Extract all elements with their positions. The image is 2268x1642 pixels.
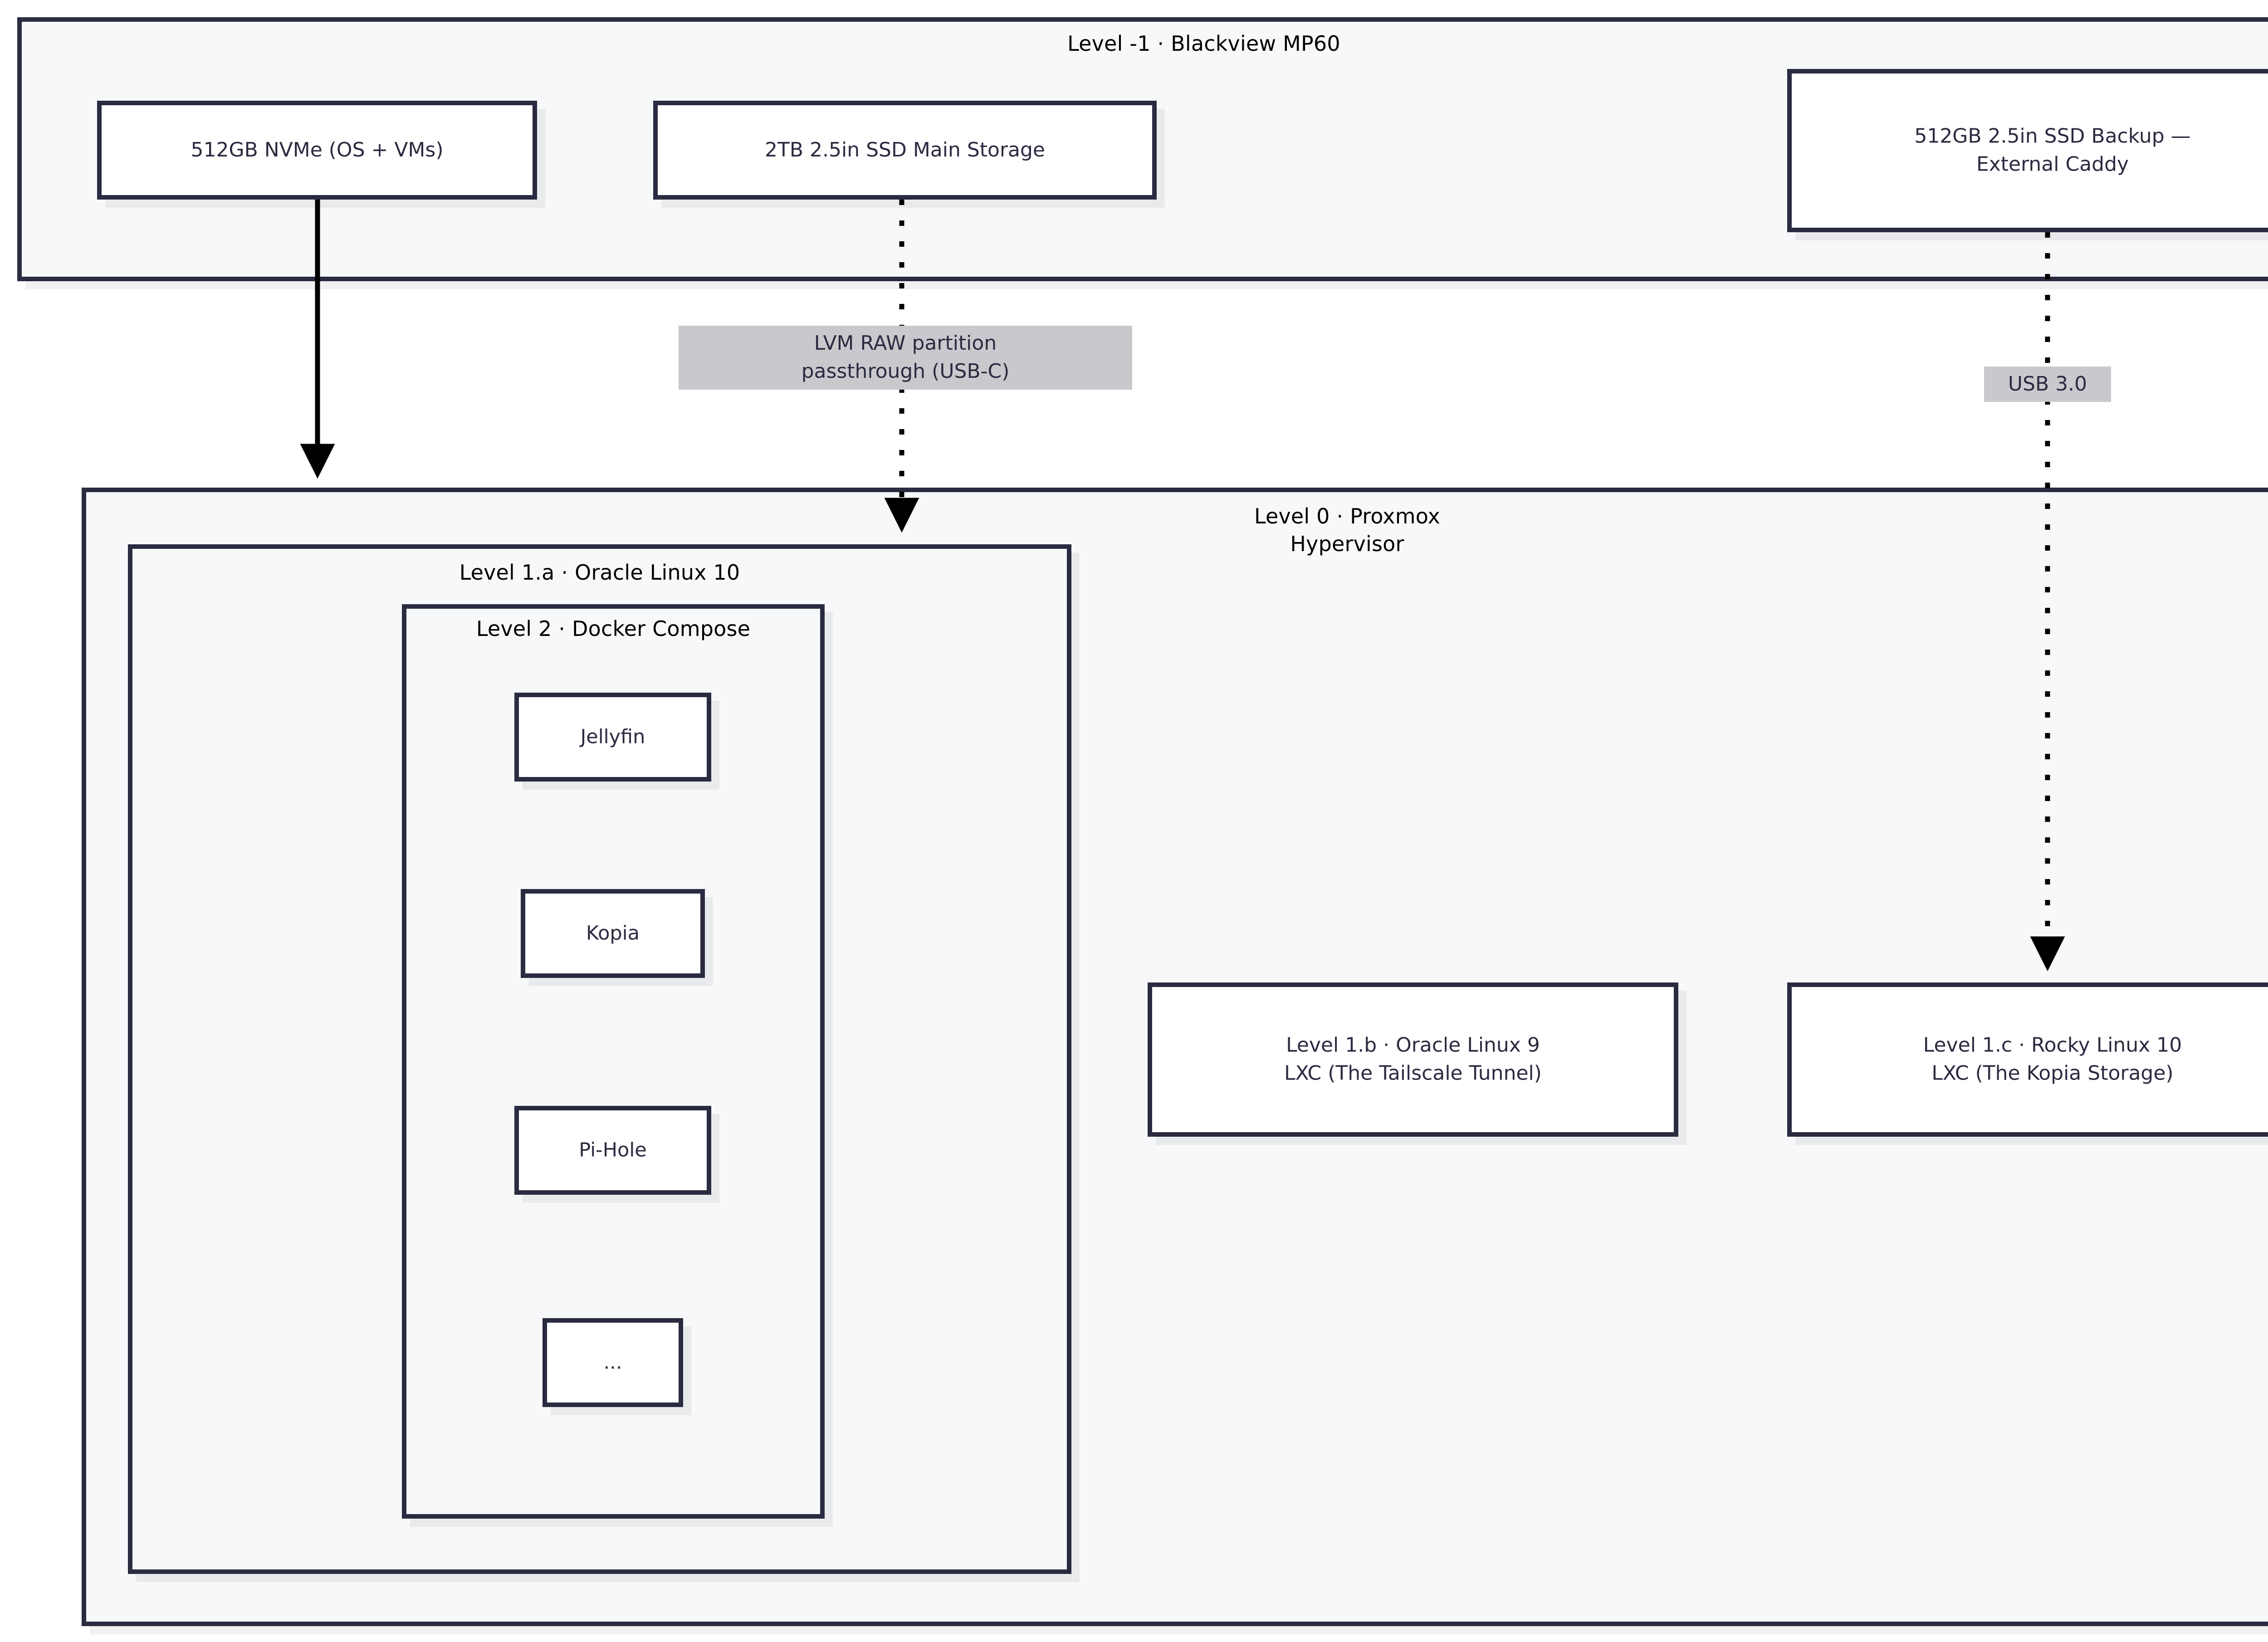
node-2tb-main-ssd-label: 2TB 2.5in SSD Main Storage	[764, 138, 1046, 161]
node-service-kopia[interactable]: Kopia	[521, 889, 705, 978]
node-2tb-main-ssd[interactable]: 2TB 2.5in SSD Main Storage	[653, 101, 1157, 200]
node-lxc-level1b-tailscale[interactable]: Level 1.b · Oracle Linux 9 LXC (The Tail…	[1148, 982, 1678, 1137]
edge-label-usb-30: USB 3.0	[1984, 367, 2111, 402]
node-512gb-nvme[interactable]: 512GB NVMe (OS + VMs)	[97, 101, 537, 200]
node-512gb-backup-ssd[interactable]: 512GB 2.5in SSD Backup — External Caddy	[1787, 69, 2268, 232]
node-service-jellyfin[interactable]: Jellyfin	[514, 693, 711, 782]
node-512gb-backup-ssd-label: 512GB 2.5in SSD Backup — External Caddy	[1914, 124, 2191, 176]
node-lxc-level1b-label: Level 1.b · Oracle Linux 9 LXC (The Tail…	[1284, 1033, 1542, 1085]
node-service-more[interactable]: ...	[543, 1318, 683, 1407]
node-512gb-nvme-label: 512GB NVMe (OS + VMs)	[191, 138, 444, 161]
node-service-kopia-label: Kopia	[586, 922, 640, 945]
node-lxc-level1c-label: Level 1.c · Rocky Linux 10 LXC (The Kopi…	[1923, 1033, 2182, 1085]
node-service-pihole-label: Pi-Hole	[579, 1139, 647, 1162]
node-service-pihole[interactable]: Pi-Hole	[514, 1106, 711, 1195]
node-lxc-level1c-kopia-storage[interactable]: Level 1.c · Rocky Linux 10 LXC (The Kopi…	[1787, 982, 2268, 1137]
edge-label-lvm-raw-passthrough: LVM RAW partition passthrough (USB-C)	[679, 326, 1132, 390]
node-service-more-label: ...	[603, 1351, 622, 1374]
node-service-jellyfin-label: Jellyfin	[580, 725, 645, 748]
